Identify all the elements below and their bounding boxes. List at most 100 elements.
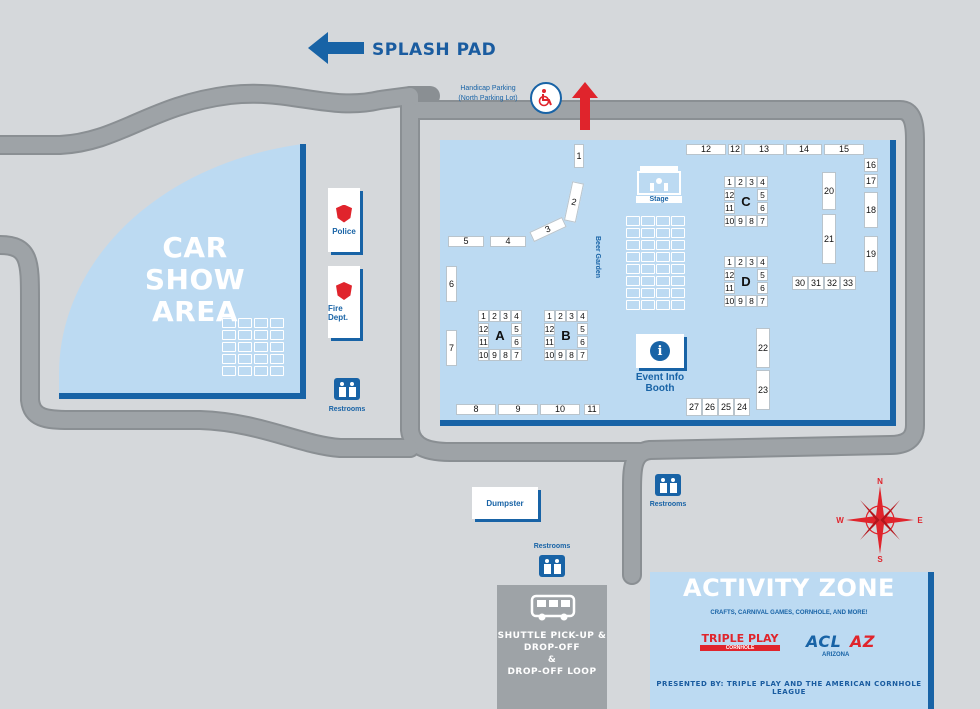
cluster-a-booth: 6 <box>511 336 522 348</box>
cluster-a-booth: 4 <box>511 310 522 322</box>
booth-8: 8 <box>456 404 496 415</box>
cluster-c-booth: 2 <box>735 176 746 188</box>
booth-10: 10 <box>540 404 580 415</box>
beer-garden-seating <box>626 216 685 310</box>
booth-17: 17 <box>864 174 878 188</box>
booth-13: 13 <box>744 144 784 155</box>
shuttle-line2: DROP-OFF <box>523 643 581 653</box>
booth-12b: 12 <box>728 144 742 155</box>
cluster-letter-b: B <box>561 328 571 343</box>
booth-32: 32 <box>824 276 840 290</box>
cluster-c-booth: 11 <box>724 202 735 214</box>
cluster-b-booth: 1 <box>544 310 555 322</box>
acl-sub: ARIZONA <box>822 652 850 658</box>
cluster-c-booth: 6 <box>757 202 768 214</box>
acl-logo: ACL AZ ARIZONA <box>800 632 886 660</box>
up-arrow-icon <box>572 82 598 130</box>
event-info-label: Event Info Booth <box>620 372 700 394</box>
stage-label: Stage <box>636 196 682 203</box>
cluster-a-booth: 7 <box>511 349 522 361</box>
booth-16: 16 <box>864 158 878 172</box>
cluster-d-booth: 11 <box>724 282 735 294</box>
booth-26: 26 <box>702 398 718 416</box>
handicap-label: Handicap Parking <box>460 85 516 92</box>
cluster-b-booth: 5 <box>577 323 588 335</box>
booth-14: 14 <box>786 144 822 155</box>
handicap-sublabel: (North Parking Lot) <box>458 95 518 102</box>
booth-22: 22 <box>756 328 770 368</box>
triple-play-logo: TRIPLE PLAY CORNHOLE <box>700 632 780 651</box>
cluster-letter-a: A <box>495 328 505 343</box>
acl-az: AZ <box>850 632 875 651</box>
booth-9: 9 <box>498 404 538 415</box>
shuttle-line4: DROP-OFF LOOP <box>507 667 597 677</box>
bus-icon <box>530 594 576 622</box>
compass-e: E <box>917 516 923 525</box>
compass-rose-icon: N S W E <box>836 477 923 564</box>
car-show-title: CAR SHOW AREA <box>110 232 280 328</box>
shuttle-text: SHUTTLE PICK-UP & DROP-OFF & DROP-OFF LO… <box>497 630 607 678</box>
booth-23: 23 <box>756 370 770 410</box>
police-badge-icon <box>336 204 352 223</box>
cluster-c-booth: 4 <box>757 176 768 188</box>
car-show-area <box>59 144 306 399</box>
cluster-d-booth: 3 <box>746 256 757 268</box>
cluster-c-booth: 3 <box>746 176 757 188</box>
booth-20: 20 <box>822 172 836 210</box>
cluster-c-booth: 1 <box>724 176 735 188</box>
fire-sign: Fire Dept. <box>328 266 360 338</box>
triple-play-sub: CORNHOLE <box>700 645 780 651</box>
cluster-b-booth: 9 <box>555 349 566 361</box>
booth-4: 4 <box>490 236 526 247</box>
cluster-d-booth: 9 <box>735 295 746 307</box>
restrooms-label-1: Restrooms <box>328 406 366 413</box>
splash-pad-label: SPLASH PAD <box>372 40 497 60</box>
cluster-a-booth: 12 <box>478 323 489 335</box>
event-info-sign: i <box>636 334 684 368</box>
cluster-a-booth: 2 <box>489 310 500 322</box>
event-info-line1: Event Info <box>635 372 685 383</box>
cluster-letter-d: D <box>741 274 751 289</box>
booth-6: 6 <box>446 266 457 302</box>
left-arrow-icon <box>308 32 364 64</box>
compass-s: S <box>877 555 883 564</box>
handicap-parking-label: Handicap Parking (North Parking Lot) <box>440 84 536 104</box>
cluster-b-booth: 12 <box>544 323 555 335</box>
cluster-b-booth: 8 <box>566 349 577 361</box>
cluster-c-booth: 5 <box>757 189 768 201</box>
activity-title: ACTIVITY ZONE <box>683 574 895 602</box>
stage-icon <box>637 166 681 195</box>
activity-zone <box>650 572 934 709</box>
cluster-d-booth: 12 <box>724 269 735 281</box>
shuttle-line1: SHUTTLE PICK-UP & <box>497 631 607 641</box>
booth-25: 25 <box>718 398 734 416</box>
car-show-seating <box>222 318 284 376</box>
booth-1: 1 <box>574 144 584 168</box>
stage: Stage <box>636 164 682 208</box>
cluster-d-booth: 6 <box>757 282 768 294</box>
beer-garden-label: Beer Garden <box>594 236 601 279</box>
cluster-d-booth: 4 <box>757 256 768 268</box>
compass-n: N <box>877 477 883 486</box>
cluster-c-booth: 8 <box>746 215 757 227</box>
cluster-b-booth: 4 <box>577 310 588 322</box>
cluster-a-booth: 3 <box>500 310 511 322</box>
dumpster-label: Dumpster <box>486 498 524 508</box>
cluster-c-booth: 7 <box>757 215 768 227</box>
cluster-a-booth: 9 <box>489 349 500 361</box>
restrooms-label-2: Restrooms <box>649 501 687 508</box>
booth-24: 24 <box>734 398 750 416</box>
cluster-b-booth: 7 <box>577 349 588 361</box>
booth-21: 21 <box>822 214 836 264</box>
cluster-letter-c: C <box>741 194 751 209</box>
cluster-a-booth: 11 <box>478 336 489 348</box>
booth-18: 18 <box>864 192 878 228</box>
restroom-icon <box>334 378 360 400</box>
booth-15: 15 <box>824 144 864 155</box>
wheelchair-icon <box>530 82 562 114</box>
restroom-icon <box>539 555 565 577</box>
cluster-c-booth: 9 <box>735 215 746 227</box>
fire-badge-icon <box>336 282 352 300</box>
event-info-line2: Booth <box>645 383 675 394</box>
triple-play-main: TRIPLE PLAY <box>701 632 779 645</box>
